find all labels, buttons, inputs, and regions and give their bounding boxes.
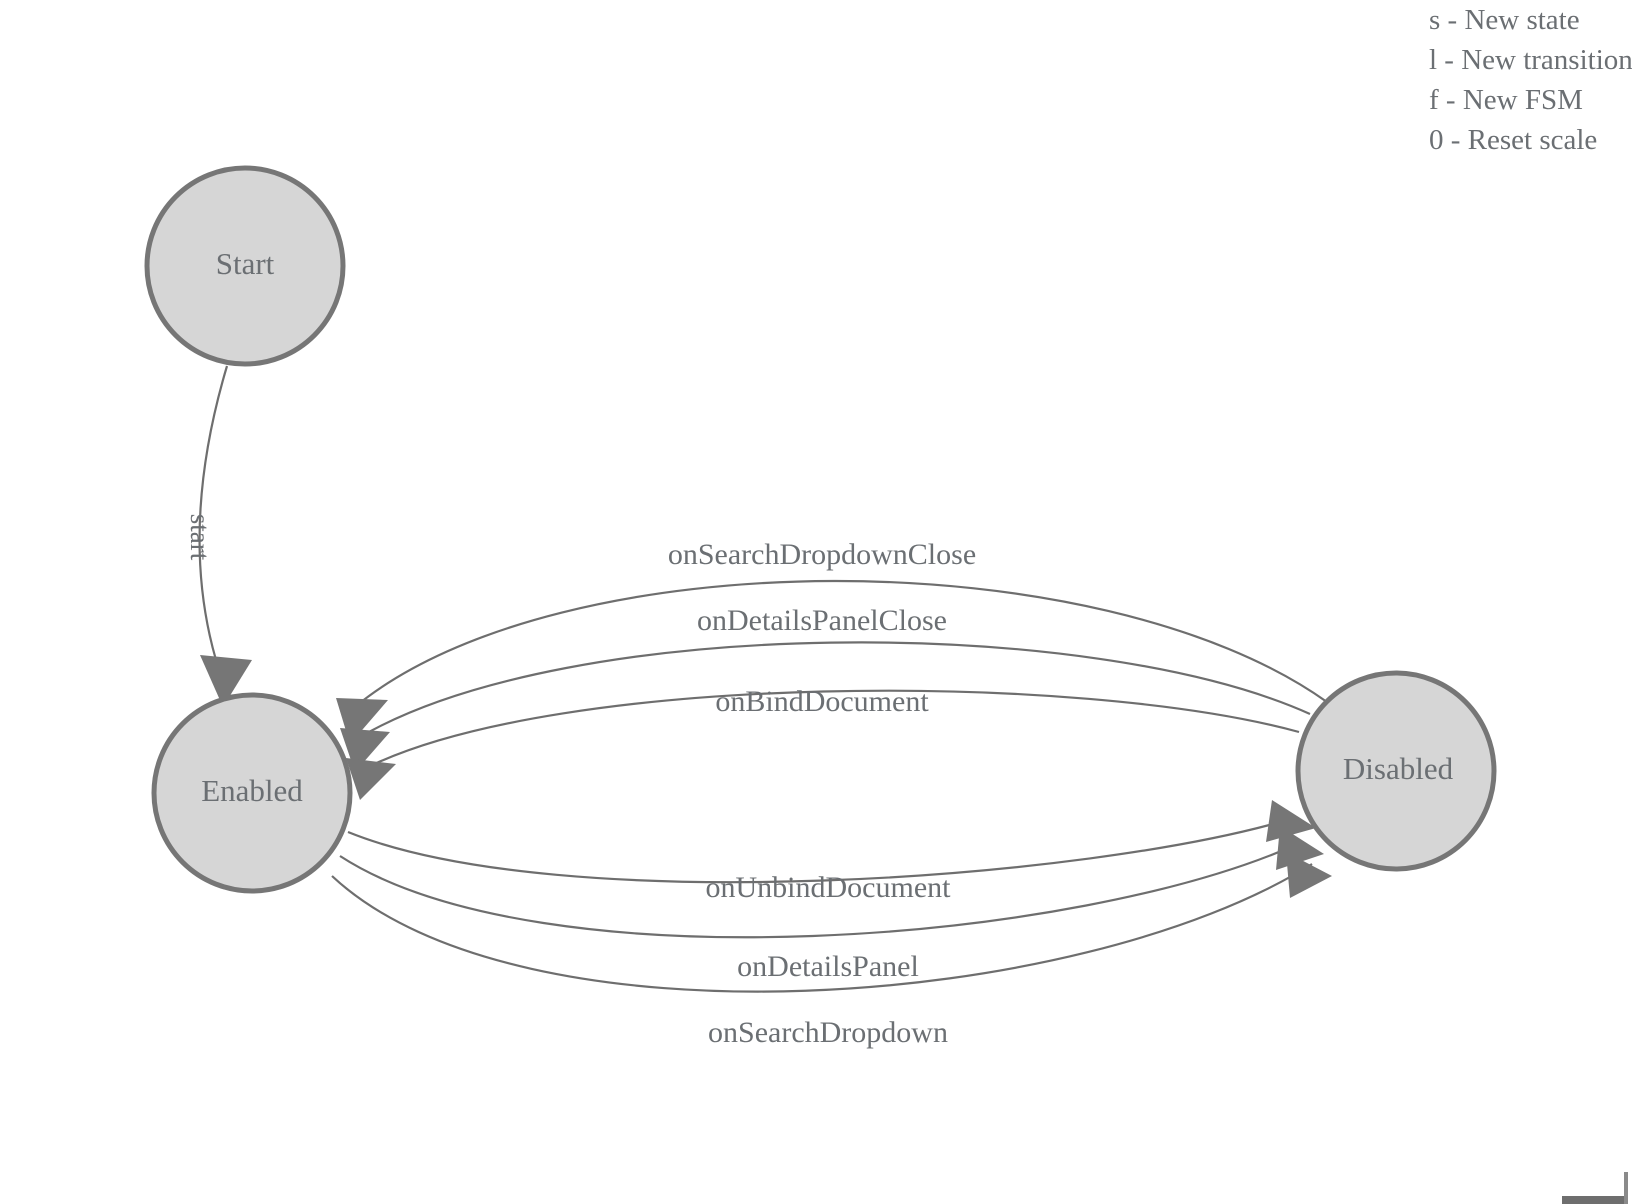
state-label-start: Start (216, 246, 275, 281)
edge-path-onbinddocument (365, 689, 1300, 769)
state-circle-start[interactable] (144, 165, 346, 367)
edge-path-start (198, 365, 229, 661)
transition-disabled-to-enabled-ondetailspanelclose[interactable]: onDetailsPanelClose (340, 604, 1311, 772)
arrowhead-start (200, 655, 252, 707)
transition-enabled-to-disabled-onsearchdropdown[interactable]: onSearchDropdown (331, 852, 1332, 1049)
state-circle-enabled[interactable] (151, 692, 353, 894)
edge-label-onsearchdropdownclose: onSearchDropdownClose (668, 538, 976, 571)
state-label-enabled: Enabled (201, 773, 303, 808)
edge-path-onsearchdropdownclose (355, 579, 1328, 707)
edge-label-onbinddocument: onBindDocument (715, 685, 929, 718)
edge-label-start: start (185, 514, 215, 561)
keyboard-shortcut-legend: s - New state l - New transition f - New… (1429, 0, 1632, 160)
edge-path-onsearchdropdown (331, 863, 1313, 993)
state-node-enabled[interactable]: Enabled (151, 692, 353, 894)
transition-start-to-enabled[interactable]: start (185, 365, 252, 707)
legend-line-new-state: s - New state (1429, 4, 1580, 36)
arrowhead-onsearchdropdown (1286, 852, 1332, 898)
legend-line-new-transition: l - New transition (1429, 44, 1632, 76)
edge-path-ondetailspanel (339, 841, 1303, 939)
vertical-scrollbar-track[interactable] (1624, 1172, 1628, 1204)
edge-label-ondetailspanelclose: onDetailsPanelClose (697, 604, 947, 637)
transition-enabled-to-disabled-onunbinddocument[interactable]: onUnbindDocument (347, 800, 1316, 904)
edge-label-onsearchdropdown: onSearchDropdown (708, 1016, 948, 1049)
state-node-start[interactable]: Start (144, 165, 346, 367)
state-circle-disabled[interactable] (1295, 670, 1497, 872)
edge-label-ondetailspanel: onDetailsPanel (737, 950, 919, 983)
edge-path-ondetailspanelclose (359, 641, 1311, 738)
legend-line-new-fsm: f - New FSM (1429, 84, 1583, 116)
edge-path-onunbinddocument (347, 816, 1295, 884)
horizontal-scrollbar-thumb[interactable] (1562, 1196, 1624, 1204)
transition-disabled-to-enabled-onbinddocument[interactable]: onBindDocument (346, 685, 1300, 800)
transition-enabled-to-disabled-ondetailspanel[interactable]: onDetailsPanel (339, 826, 1324, 983)
state-node-disabled[interactable]: Disabled (1295, 670, 1497, 872)
legend-line-reset-scale: 0 - Reset scale (1429, 124, 1598, 156)
transition-disabled-to-enabled-onsearchdropdownclose[interactable]: onSearchDropdownClose (336, 538, 1328, 744)
arrowhead-onunbinddocument (1266, 800, 1316, 842)
state-label-disabled: Disabled (1343, 751, 1454, 786)
arrowhead-onbinddocument (346, 758, 396, 800)
edge-label-onunbinddocument: onUnbindDocument (706, 871, 952, 904)
